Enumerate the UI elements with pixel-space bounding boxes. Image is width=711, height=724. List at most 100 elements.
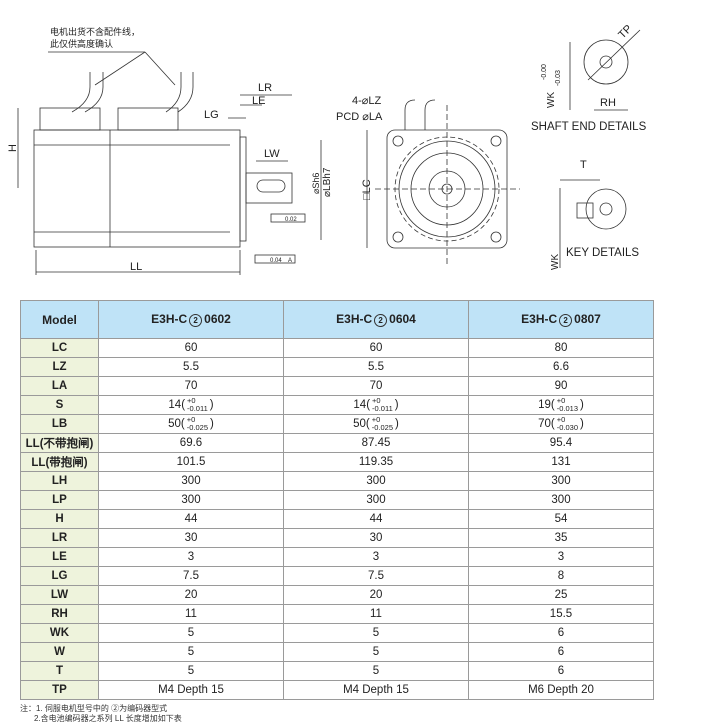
row-label: S (20, 395, 99, 415)
tolerance: +0-0.013 (557, 397, 578, 413)
tol-upper: +0 (187, 396, 196, 405)
row-label: LZ (20, 357, 99, 377)
encoder-code-circled: 2 (189, 313, 203, 327)
table-cell: 60 (98, 338, 284, 358)
model-prefix: E3H-C (521, 312, 558, 327)
table-cell: 8 (468, 566, 654, 586)
table-cell: 35 (468, 528, 654, 548)
tol-lower: -0.011 (187, 404, 208, 413)
tol-lower: -0.025 (186, 423, 209, 432)
table-cell: 5.5 (98, 357, 284, 377)
tol-close: ) (395, 418, 399, 431)
table-cell: 5 (283, 661, 469, 681)
row-label: LR (20, 528, 99, 548)
row-label: W (20, 642, 99, 662)
row-label: H (20, 509, 99, 529)
key-details-title: KEY DETAILS (566, 247, 639, 259)
perpendicularity-tolerance: 0.04 (270, 258, 282, 264)
table-cell: 87.45 (283, 433, 469, 453)
label-h: H (7, 144, 19, 152)
table-cell: 5 (98, 623, 284, 643)
table-cell: 14(+0-0.011) (283, 395, 469, 415)
table-cell: 20 (98, 585, 284, 605)
table-cell: 300 (98, 471, 284, 491)
table-cell: 6.6 (468, 357, 654, 377)
datum-label: A (288, 258, 292, 264)
table-cell: 5 (98, 642, 284, 662)
side-view (17, 51, 322, 275)
tolerance: +0-0.011 (372, 397, 393, 413)
table-cell: 70 (98, 376, 284, 396)
tol-base: 50( (168, 418, 185, 431)
tolerance: +0-0.011 (187, 397, 208, 413)
encoder-code-circled: 2 (559, 313, 573, 327)
table-cell: 5 (283, 623, 469, 643)
label-la: PCD ⌀LA (336, 111, 383, 123)
label-lr: LR (258, 82, 272, 94)
table-cell: 300 (98, 490, 284, 510)
table-cell: 11 (98, 604, 284, 624)
table-cell: 131 (468, 452, 654, 472)
table-cell: 300 (468, 490, 654, 510)
row-label: LB (20, 414, 99, 434)
table-cell: 19(+0-0.013) (468, 395, 654, 415)
table-cell: 6 (468, 661, 654, 681)
tol-close: ) (580, 399, 584, 412)
table-cell: 44 (283, 509, 469, 529)
table-cell: 90 (468, 376, 654, 396)
table-cell: 11 (283, 604, 469, 624)
table-cell: 25 (468, 585, 654, 605)
table-cell: 6 (468, 623, 654, 643)
label-wk-key: WK (550, 254, 561, 270)
model-suffix: 0604 (389, 312, 416, 327)
table-cell: 15.5 (468, 604, 654, 624)
row-label: LW (20, 585, 99, 605)
table-cell: 7.5 (98, 566, 284, 586)
footnote-2: 2.含电池编码器之系列 LL 长度增加如下表 (34, 714, 182, 723)
label-lg: LG (204, 109, 219, 121)
motor-dimension-drawing: 电机出货不含配件线， 此仅供高度确认 LR LE LG LW H LL ⌀Sh6… (7, 23, 647, 275)
shaft-end-detail (559, 29, 641, 268)
shaft-end-details-title: SHAFT END DETAILS (531, 121, 647, 133)
tol-upper: +0 (186, 415, 196, 424)
tol-lower: -0.011 (372, 404, 393, 413)
row-label: WK (20, 623, 99, 643)
table-cell: 70(+0-0.030) (468, 414, 654, 434)
row-label: T (20, 661, 99, 681)
tol-base: 70( (538, 418, 555, 431)
drawing-note-line1: 电机出货不含配件线， (50, 26, 140, 37)
row-label: LC (20, 338, 99, 358)
tol-close: ) (580, 418, 584, 431)
table-cell: 3 (98, 547, 284, 567)
tol-base: 14( (168, 399, 186, 412)
model-prefix: E3H-C (336, 312, 373, 327)
table-cell: 54 (468, 509, 654, 529)
table-cell: 50(+0-0.025) (283, 414, 469, 434)
tol-close: ) (210, 418, 214, 431)
label-lz: 4-⌀LZ (352, 95, 382, 107)
table-cell: 44 (98, 509, 284, 529)
row-label: LL(带抱闸) (20, 452, 99, 472)
table-cell: 30 (283, 528, 469, 548)
encoder-code-circled: 2 (374, 313, 388, 327)
row-label: LA (20, 376, 99, 396)
tol-close: ) (209, 399, 214, 412)
label-wk-tol-lower: -0.03 (555, 70, 562, 86)
tol-upper: +0 (556, 396, 566, 405)
label-lc: □LC (361, 179, 373, 200)
footnote-1: 注：1. 伺服电机型号中的 ②为编码器型式 (20, 704, 168, 713)
tolerance: +0-0.025 (372, 416, 393, 432)
tol-lower: -0.025 (371, 423, 394, 432)
